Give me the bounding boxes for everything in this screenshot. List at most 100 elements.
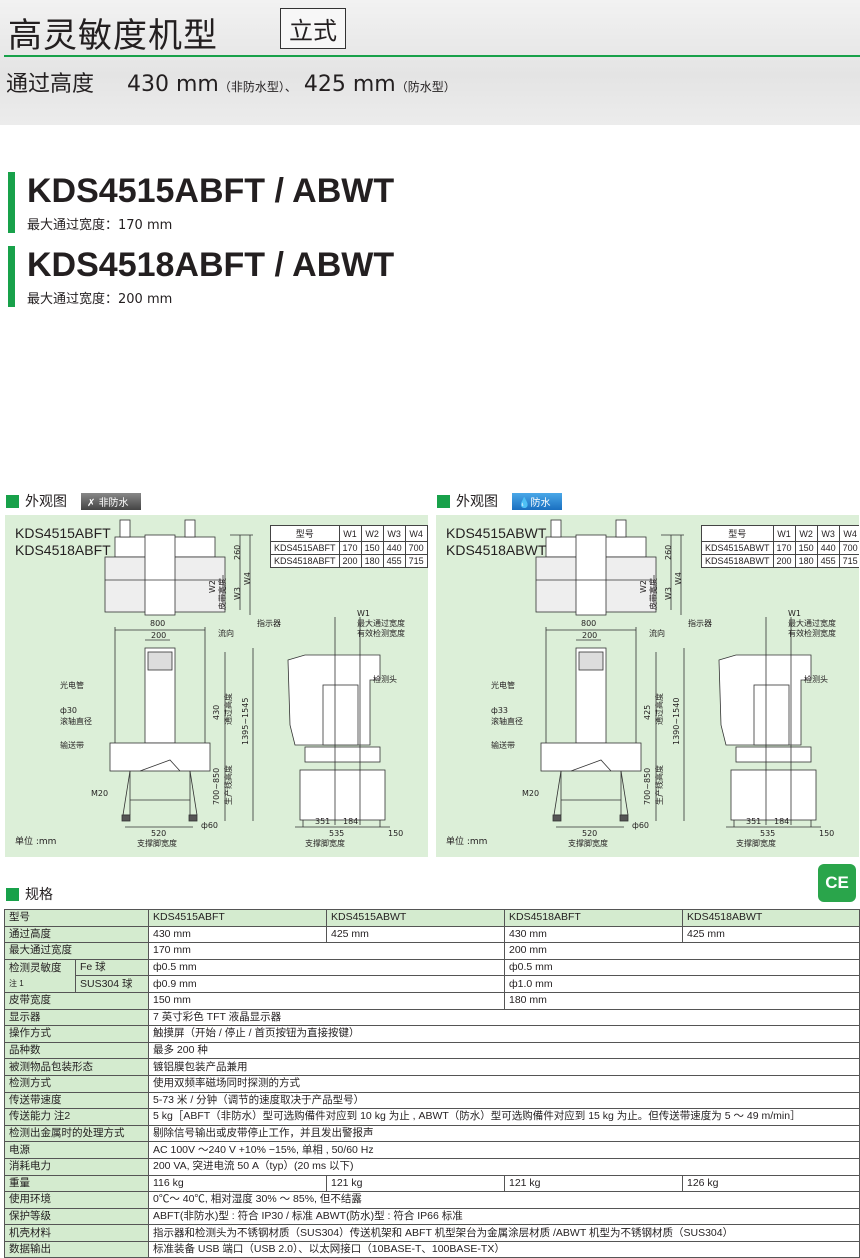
- conveyor-label: 输送带: [491, 741, 515, 750]
- max-width-label: 最大通过宽度: [788, 619, 836, 628]
- cell: 455: [816, 554, 840, 568]
- header-cell: 型号: [701, 525, 774, 542]
- table-row: 数据输出标准装备 USB 端口（USB 2.0）、以太网接口（10BASE-T、…: [4, 1240, 860, 1258]
- row-label: 显示器: [4, 1008, 149, 1027]
- cell: ф0.5 mm: [504, 958, 860, 977]
- header-cell: W4: [404, 525, 428, 542]
- photo-sensor-label: 光电管: [491, 681, 515, 690]
- row-label: 检测灵敏度注 1: [4, 958, 76, 993]
- flow-direction-label: 流向: [218, 629, 234, 638]
- pass-height-2-note: （防水型）: [395, 80, 456, 94]
- model-name: KDS4515ABFT / ABWT: [27, 172, 395, 210]
- cell: 5-73 米 / 分钟（调节的速度取决于产品型号）: [148, 1091, 860, 1110]
- no-water-icon: ✗: [87, 497, 99, 509]
- dim-535: 535: [329, 829, 345, 838]
- row-label: 皮带宽度: [4, 991, 149, 1010]
- cell: ф0.5 mm: [148, 958, 505, 977]
- cell: 430 mm: [148, 925, 327, 944]
- badge-label: 防水: [530, 497, 551, 509]
- cell: 440: [382, 541, 406, 555]
- waterproof-badge: 💧防水: [512, 492, 563, 510]
- table-row: 被测物品包装形态镀铝膜包装产品兼用: [4, 1058, 860, 1076]
- sub-label: Fe 球: [75, 958, 149, 977]
- cell: 触摸屏（开始 / 停止 / 首页按钮为直接按键）: [148, 1025, 860, 1043]
- cell: ABFT(非防水)型 : 符合 IP30 / 标准 ABWT(防水)型 : 符合…: [148, 1207, 860, 1226]
- row-label: 保护等级: [4, 1207, 149, 1226]
- indicator-label: 指示器: [257, 619, 281, 628]
- cell: 标准装备 USB 端口（USB 2.0）、以太网接口（10BASE-T、100B…: [148, 1240, 860, 1258]
- cell: 180: [794, 554, 818, 568]
- table-row: 机壳材料指示器和检测头为不锈钢材质（SUS304）传送机架和 ABFT 机型架台…: [4, 1224, 860, 1242]
- cell: 170 mm: [148, 942, 505, 960]
- row-label: 使用环境: [4, 1191, 149, 1209]
- dim-w1: W1: [788, 609, 801, 618]
- dim-535: 535: [760, 829, 776, 838]
- row-label: 重量: [4, 1174, 149, 1193]
- cell: 425 mm: [326, 925, 505, 944]
- unit-label: 单位 :mm: [15, 837, 57, 847]
- dim-line-height: 700~850: [643, 767, 652, 805]
- cell: 200 mm: [504, 942, 860, 960]
- dim-pass-height: 430: [212, 704, 221, 720]
- cell: 150: [794, 541, 818, 555]
- cell: 126 kg: [682, 1174, 860, 1193]
- type-tag: 立式: [280, 8, 346, 49]
- header-banner: 高灵敏度机型 立式 通过高度 430 mm（非防水型）、 425 mm（防水型）: [0, 0, 860, 125]
- model-name: KDS4518ABFT / ABWT: [27, 246, 395, 284]
- belt-width-label: 皮带宽度: [218, 578, 227, 610]
- cell: 700: [404, 541, 428, 555]
- cell: 715: [404, 554, 428, 568]
- cell: AC 100V ～240 V +10% −15%, 单相 , 50/60 Hz: [148, 1141, 860, 1159]
- m20-label: M20: [522, 789, 540, 798]
- flow-direction-label: 流向: [649, 629, 665, 638]
- cell: 150 mm: [148, 991, 505, 1010]
- support-width-label: 支撑脚宽度: [736, 839, 776, 848]
- cell: 指示器和检测头为不锈钢材质（SUS304）传送机架和 ABFT 机型架台为金属涂…: [148, 1224, 860, 1242]
- dim-w2: W2: [208, 580, 217, 593]
- cell: 最多 200 种: [148, 1041, 860, 1060]
- cell: 7 英寸彩色 TFT 液晶显示器: [148, 1008, 860, 1027]
- dim-line-height: 700~850: [212, 767, 221, 805]
- cell: ф1.0 mm: [504, 975, 860, 993]
- row-label: 传送能力 注2: [4, 1108, 149, 1126]
- row-label: 最大通过宽度: [4, 942, 149, 960]
- header-cell: W3: [382, 525, 406, 542]
- model-max-width: 最大通过宽度：200 mm: [27, 292, 173, 307]
- row-label: 机壳材料: [4, 1224, 149, 1242]
- cell: 0℃～ 40℃, 相对湿度 30% ～ 85%, 但不结露: [148, 1191, 860, 1209]
- row-label: 数据输出: [4, 1240, 149, 1258]
- pass-height-label: 通过高度: [6, 72, 95, 97]
- effective-width-label: 有效检测宽度: [788, 629, 836, 638]
- row-label: 通过高度: [4, 925, 149, 944]
- dim-w1: W1: [357, 609, 370, 618]
- page-title: 高灵敏度机型: [8, 16, 218, 56]
- cell: KDS4515ABWT: [326, 909, 505, 927]
- section-header-appearance: 外观图 ✗ 非防水: [6, 491, 141, 511]
- dim-260: 260: [664, 544, 673, 560]
- cell: 剔除信号输出或皮带停止工作，并且发出警报声: [148, 1124, 860, 1143]
- pass-height-label: 通过高度: [655, 693, 664, 725]
- model-label: KDS4515ABFT: [15, 525, 111, 541]
- dim-150: 150: [819, 829, 835, 838]
- roller-diameter-label: 滚轴直径: [60, 717, 92, 726]
- pass-height-line: 通过高度 430 mm（非防水型）、 425 mm（防水型）: [6, 66, 456, 98]
- header-cell: W2: [360, 525, 384, 542]
- dim-w3: W3: [233, 587, 242, 600]
- pass-height-label: 通过高度: [224, 693, 233, 725]
- header-cell: W4: [838, 525, 859, 542]
